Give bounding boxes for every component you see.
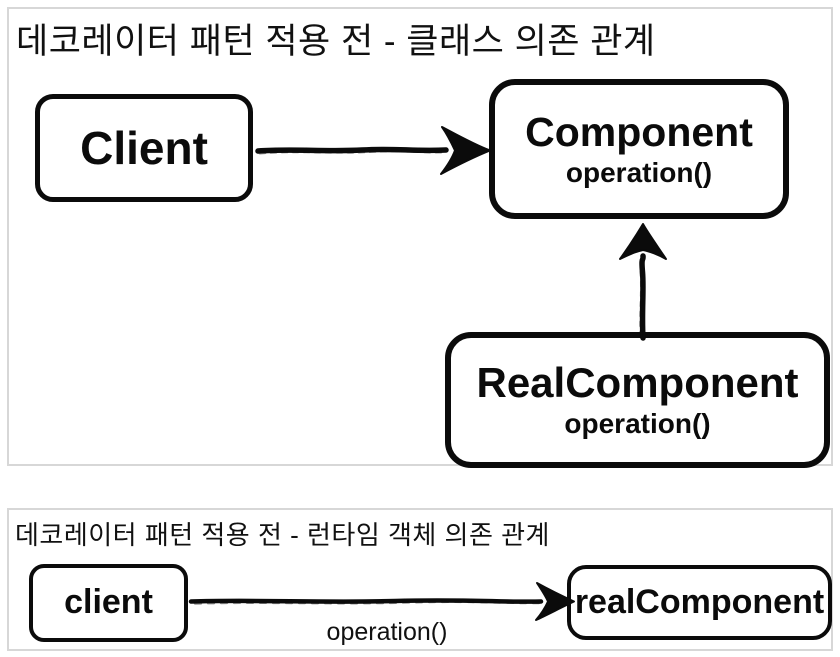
client-to-component-arrow-icon [255, 126, 491, 175]
client-class-label: Client [80, 121, 208, 174]
component-class-box: Component operation() [489, 79, 789, 219]
realcomponent-object-label: realComponent [574, 582, 825, 621]
component-method-label: operation() [565, 156, 713, 188]
realcomponent-class-box: RealComponent operation() [445, 332, 830, 468]
realcomponent-class-label: RealComponent [476, 359, 799, 407]
runtime-diagram-panel: 데코레이터 패턴 적용 전 - 런타임 객체 의존 관계 client real… [7, 508, 833, 651]
class-diagram-panel: 데코레이터 패턴 적용 전 - 클래스 의존 관계 Client Compone… [7, 7, 833, 468]
operation-call-label: operation() [326, 618, 448, 646]
component-class-label: Component [525, 108, 753, 155]
client-class-box: Client [35, 94, 253, 202]
client-object-box: client [29, 564, 188, 642]
client-object-label: client [64, 583, 153, 622]
realcomponent-to-component-arrow-icon [619, 223, 667, 341]
realcomponent-object-box: realComponent [567, 565, 832, 640]
client-to-realcomponent-arrow-icon [188, 582, 575, 621]
runtime-diagram-title: 데코레이터 패턴 적용 전 - 런타임 객체 의존 관계 [15, 520, 550, 550]
class-diagram-title: 데코레이터 패턴 적용 전 - 클래스 의존 관계 [16, 22, 656, 61]
realcomponent-method-label: operation() [564, 408, 711, 440]
